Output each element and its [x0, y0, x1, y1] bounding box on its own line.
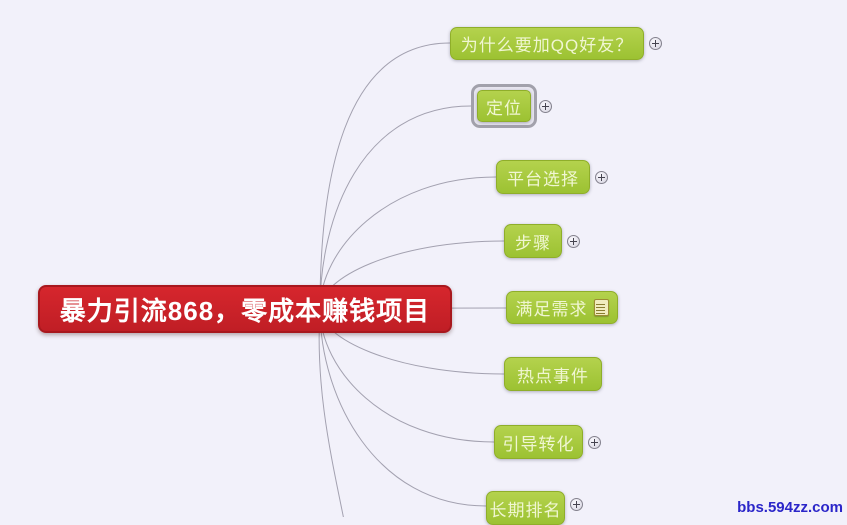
central-topic[interactable]: 暴力引流868，零成本赚钱项目	[38, 285, 452, 333]
topic-node[interactable]: 长期排名	[486, 491, 565, 525]
topic-node[interactable]: 定位	[477, 90, 531, 122]
expand-icon[interactable]	[567, 234, 580, 248]
topic-node[interactable]: 满足需求	[506, 291, 618, 324]
branch-line	[319, 308, 487, 507]
expand-icon[interactable]	[595, 170, 608, 184]
selection-frame: 定位	[471, 84, 537, 128]
expand-icon[interactable]	[649, 37, 662, 50]
topic-node[interactable]: 引导转化	[494, 425, 583, 459]
topic-label: 满足需求	[515, 300, 588, 319]
branch-line	[319, 42, 451, 310]
expand-icon[interactable]	[539, 99, 552, 113]
topic-node[interactable]: 平台选择	[496, 160, 590, 194]
notes-icon[interactable]	[593, 299, 609, 316]
topic-node[interactable]: 步骤	[504, 224, 562, 258]
topic-node[interactable]: 为什么要加QQ好友？	[450, 27, 644, 60]
expand-icon[interactable]	[570, 497, 583, 511]
branch-line	[319, 105, 472, 310]
topic-node[interactable]: 热点事件	[504, 357, 602, 391]
watermark: bbs.594zz.com	[737, 499, 843, 516]
branch-line	[318, 308, 344, 517]
expand-icon[interactable]	[588, 435, 601, 449]
